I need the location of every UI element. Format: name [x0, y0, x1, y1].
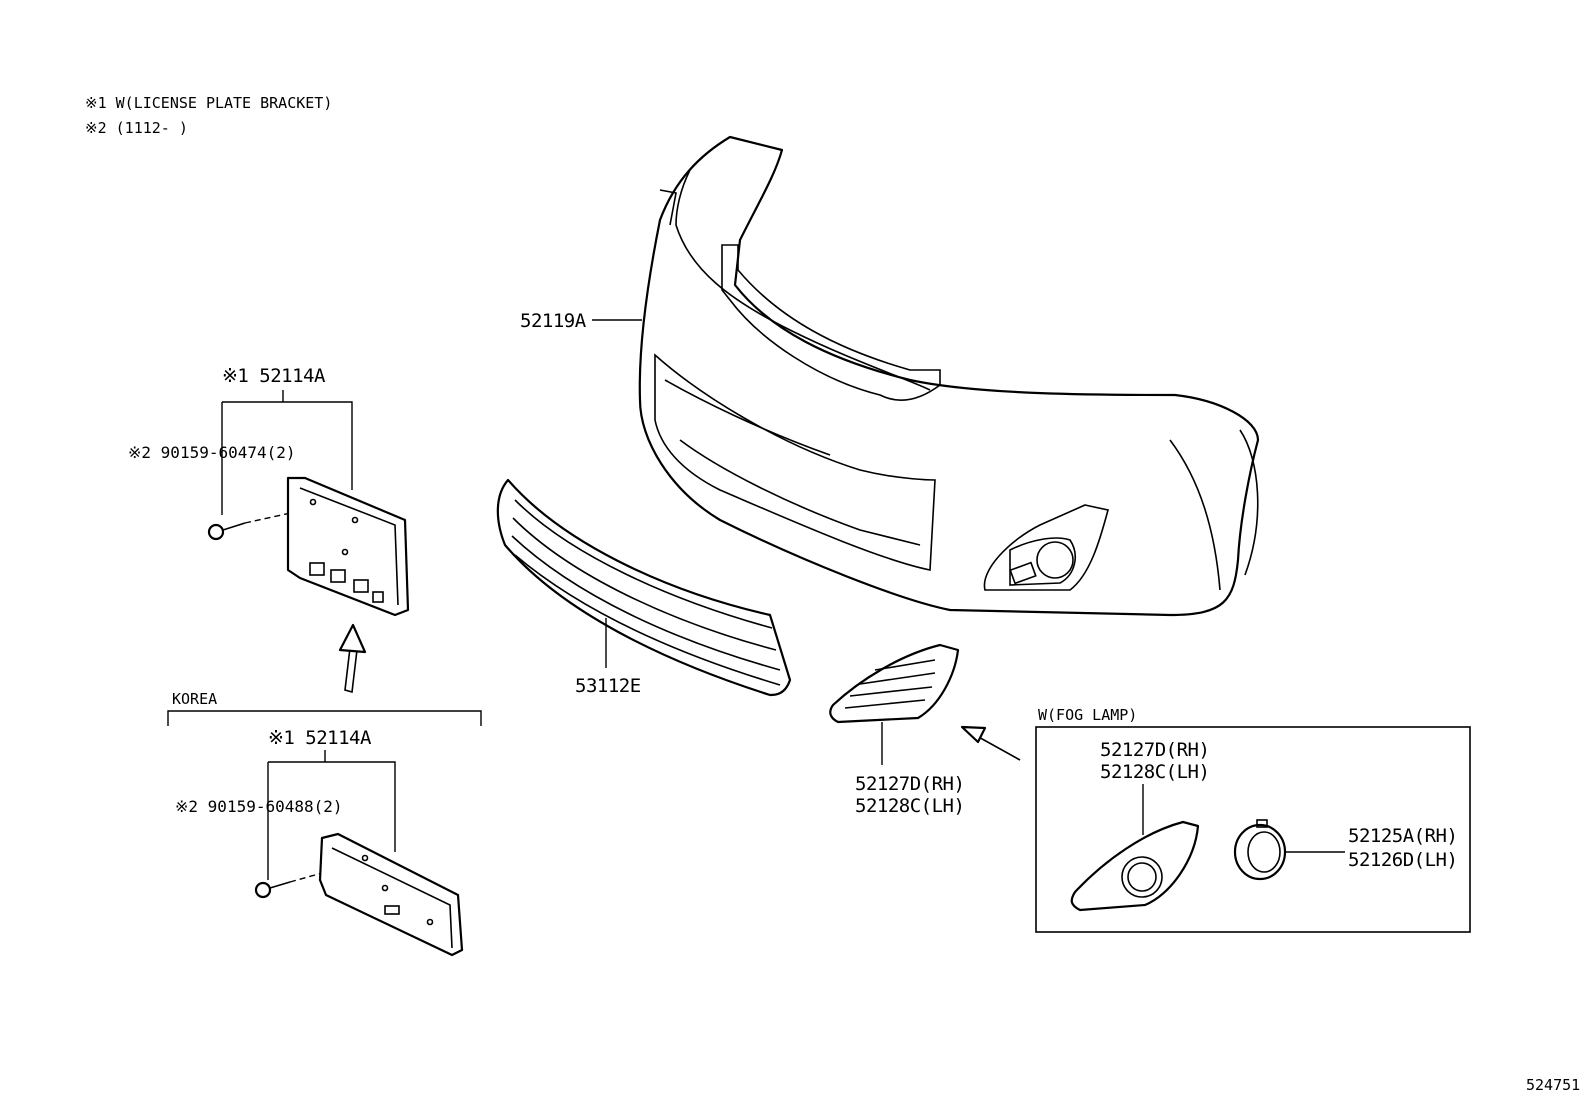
bumper-cover-drawing[interactable]: [638, 135, 1260, 617]
screw-upper-icon[interactable]: [207, 522, 246, 541]
fog-ring-label-rh[interactable]: 52125A(RH): [1348, 825, 1458, 847]
screw-lower-label[interactable]: ※2 90159-60488(2): [175, 797, 343, 816]
diagram-id: 524751: [1526, 1076, 1580, 1094]
screw-upper-label[interactable]: ※2 90159-60474(2): [128, 443, 296, 462]
fog-cover-label-lh[interactable]: 52128C(LH): [855, 795, 965, 817]
fog-lamp-box: [1035, 726, 1471, 933]
bracket-lower-label[interactable]: ※1 52114A: [268, 727, 372, 749]
fog-ring-label-lh[interactable]: 52126D(LH): [1348, 849, 1458, 871]
fog-box-cover-drawing[interactable]: [1070, 820, 1200, 912]
bracket-upper-label[interactable]: ※1 52114A: [222, 365, 326, 387]
korea-bracket-line: [167, 710, 482, 726]
screw-lower-icon[interactable]: [254, 881, 291, 899]
fog-ring-drawing[interactable]: [1233, 819, 1287, 881]
korea-label: KOREA: [172, 690, 217, 708]
bracket-lower-drawing[interactable]: [318, 832, 464, 957]
bumper-cover-label[interactable]: 52119A: [520, 310, 587, 332]
note-date-range: ※2 (1112- ): [85, 119, 188, 137]
fog-arrow-icon: [960, 725, 1021, 761]
lower-grille-label[interactable]: 53112E: [575, 675, 641, 697]
bracket-upper-bracket-lines: [221, 390, 353, 515]
fog-cover-label-rh[interactable]: 52127D(RH): [855, 773, 965, 795]
lower-grille-drawing[interactable]: [496, 478, 792, 697]
fog-box-cover-label-rh[interactable]: 52127D(RH): [1100, 739, 1210, 761]
fog-lamp-box-title: W(FOG LAMP): [1038, 706, 1137, 724]
fog-cover-drawing[interactable]: [829, 643, 960, 724]
bracket-lower-bracket-lines: [267, 750, 396, 880]
up-arrow-icon: [338, 623, 367, 694]
fog-box-cover-label-lh[interactable]: 52128C(LH): [1100, 761, 1210, 783]
note-license-plate-bracket: ※1 W(LICENSE PLATE BRACKET): [85, 94, 332, 112]
bracket-upper-drawing[interactable]: [286, 476, 410, 617]
